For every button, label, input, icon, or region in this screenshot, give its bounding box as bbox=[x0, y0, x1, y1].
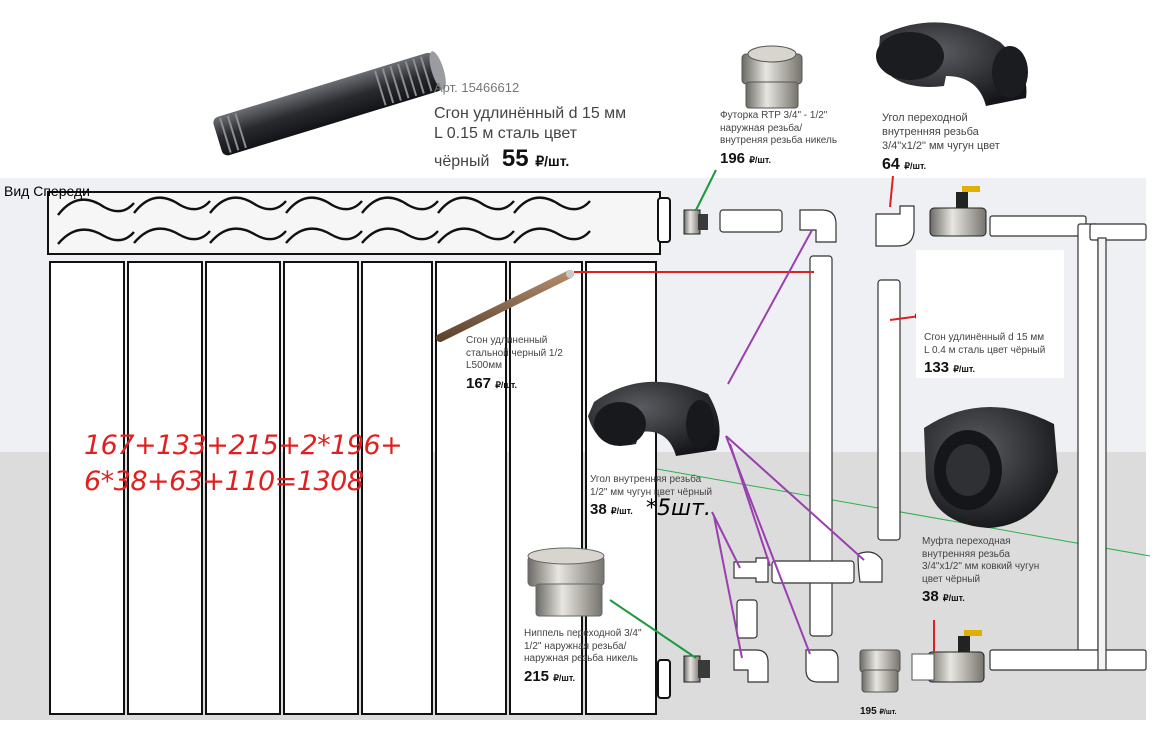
angle-internal-name-2: 1/2" мм чугун цвет чёрный bbox=[590, 486, 713, 498]
angle-internal-price: 38 ₽/шт. bbox=[590, 501, 633, 518]
sgon-long-name-3: L500мм bbox=[466, 360, 502, 371]
sgon-long-price: 167 ₽/шт. bbox=[466, 374, 518, 392]
nipple-small-callout: 195 ₽/шт. bbox=[860, 706, 910, 719]
mufta-name-1: Муфта переходная bbox=[922, 536, 1011, 547]
sgon-long-callout: Сгон удлиненный стальной черный 1/2 L500… bbox=[466, 335, 596, 393]
sgon-04-price: 133 ₽/шт. bbox=[924, 359, 976, 376]
photo-nipple bbox=[527, 547, 605, 617]
nipple-price: 215 ₽/шт. bbox=[524, 667, 576, 685]
leader-lines bbox=[574, 169, 935, 659]
nipple-name-2: 1/2" наружная резьба/ bbox=[524, 640, 627, 652]
photo-futorka bbox=[741, 45, 803, 109]
cost-formula-line-2: 6*38+63+110=1308 bbox=[84, 466, 364, 497]
count-label: *5шт. bbox=[646, 496, 711, 521]
futorka-price: 196 ₽/шт. bbox=[720, 149, 772, 167]
card-sgon-04 bbox=[916, 250, 1064, 378]
photo-angle-transition bbox=[876, 22, 1028, 107]
sgon-long-name-1: Сгон удлиненный bbox=[466, 335, 548, 346]
sgon-short-price: 55 ₽/шт. bbox=[501, 145, 570, 173]
sgon-short-name-3: чёрный bbox=[434, 153, 490, 171]
nipple-callout: Ниппель переходной 3/4" 1/2" наружная ре… bbox=[524, 628, 658, 686]
photo-sgon-short bbox=[213, 51, 446, 156]
futorka-callout: Футорка RTP 3/4" - 1/2" наружная резьба/… bbox=[720, 110, 870, 168]
ball-valves bbox=[911, 186, 987, 683]
mufta-name-2: внутренняя резьба bbox=[922, 548, 1010, 560]
futorka-name-3: внутреняя резьба никель bbox=[720, 135, 838, 146]
angle-transition-name-3: 3/4"x1/2" мм чугун цвет bbox=[882, 139, 1000, 152]
sgon-short-name-2: L 0.15 м сталь цвет bbox=[434, 125, 578, 143]
cost-formula: 167+133+215+2*196+ 6*38+63+110=1308 bbox=[84, 428, 444, 500]
sgon-short-name-1: Сгон удлинённый d 15 мм bbox=[434, 105, 627, 123]
nipple-name-1: Ниппель переходной 3/4" bbox=[524, 628, 642, 639]
nipple-small-price: 195 ₽/шт. bbox=[860, 706, 897, 717]
angle-internal-callout: Угол внутренняя резьба 1/2" мм чугун цве… bbox=[590, 474, 730, 520]
angle-transition-callout: Угол переходной внутренняя резьба 3/4"x1… bbox=[882, 112, 1032, 175]
mufta-name-3: 3/4"x1/2" мм ковкий чугун bbox=[922, 561, 1040, 572]
angle-internal-name-1: Угол внутренняя резьба bbox=[590, 474, 702, 485]
sgon-04-name-2: L 0.4 м сталь цвет чёрный bbox=[924, 344, 1046, 356]
mufta-price: 38 ₽/шт. bbox=[922, 588, 965, 605]
mufta-callout: Муфта переходная внутренняя резьба 3/4"x… bbox=[922, 536, 1062, 607]
cost-formula-line-1: 167+133+215+2*196+ bbox=[84, 430, 403, 461]
sgon-04-name-1: Сгон удлинённый d 15 мм bbox=[924, 332, 1045, 343]
pipework bbox=[719, 209, 1147, 671]
photo-angle-internal bbox=[588, 381, 720, 456]
photo-nipple-small bbox=[859, 649, 901, 693]
sgon-long-name-2: стальной черный 1/2 bbox=[466, 347, 563, 359]
view-label: Вид Спереди bbox=[4, 183, 90, 199]
radiator bbox=[47, 191, 671, 715]
radiator-fittings bbox=[683, 209, 710, 683]
angle-transition-price: 64 ₽/шт. bbox=[882, 156, 927, 174]
sgon-short-article: Арт. 15466612 bbox=[434, 80, 520, 95]
mufta-name-4: цвет чёрный bbox=[922, 573, 981, 585]
sgon-short-callout: Арт. 15466612 Сгон удлинённый d 15 мм L … bbox=[434, 80, 674, 174]
futorka-name-2: наружная резьба/ bbox=[720, 122, 803, 134]
angle-transition-name-1: Угол переходной bbox=[882, 112, 968, 124]
photo-mufta bbox=[924, 406, 1058, 528]
futorka-name-1: Футорка RTP 3/4" - 1/2" bbox=[720, 110, 828, 121]
nipple-name-3: наружная резьба никель bbox=[524, 653, 639, 664]
photo-sgon-long bbox=[436, 270, 574, 342]
diagram-elbows bbox=[733, 205, 915, 683]
sgon-04-callout: Сгон удлинённый d 15 мм L 0.4 м сталь цв… bbox=[924, 332, 1064, 378]
angle-transition-name-2: внутренняя резьба bbox=[882, 125, 979, 138]
